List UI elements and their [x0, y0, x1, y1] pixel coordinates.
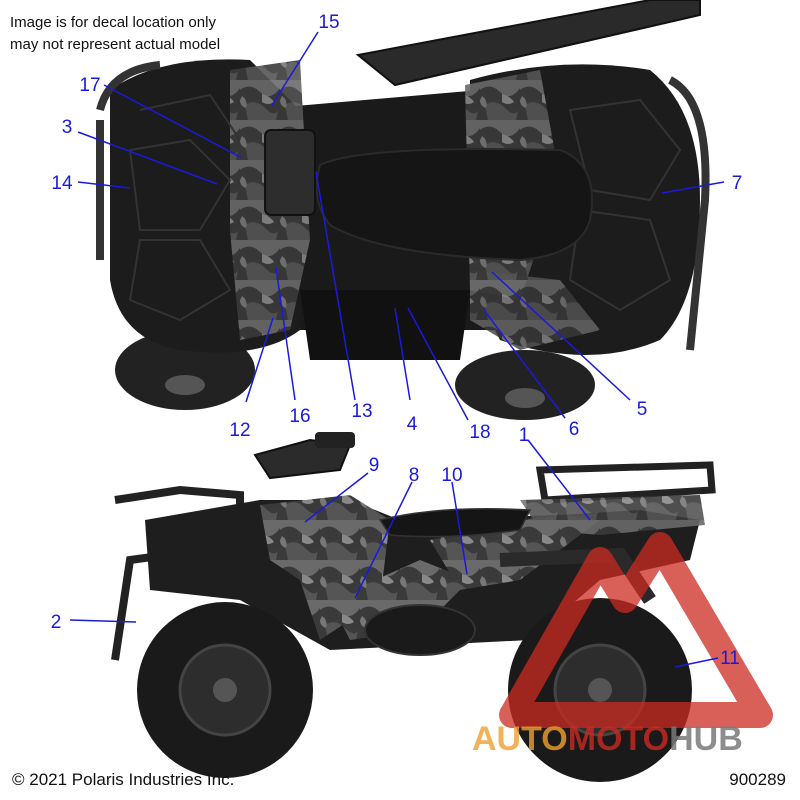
- callout-18: 18: [469, 422, 490, 443]
- seat-side: [378, 508, 532, 538]
- watermark-logo-icon: [499, 532, 773, 728]
- decal-notice-line-2: may not represent actual model: [10, 36, 221, 53]
- seat-top: [315, 148, 593, 262]
- callout-6: 6: [569, 419, 580, 440]
- callout-17: 17: [79, 75, 100, 96]
- rear-rack-side: [535, 461, 716, 504]
- copyright-text: © 2021 Polaris Industries Inc.: [12, 770, 235, 789]
- front-rack: [355, 0, 701, 87]
- callout-numbers: 15 17 3 14 7 12 16 13 4 18 6 5 1 9 8 10 …: [51, 12, 743, 669]
- callout-7: 7: [732, 173, 743, 194]
- handlebar-side: [253, 438, 352, 480]
- callout-9: 9: [369, 455, 380, 476]
- callout-8: 8: [409, 465, 420, 486]
- callout-1: 1: [519, 425, 530, 446]
- decal-notice-line-1: Image is for decal location only: [10, 14, 216, 31]
- callout-15: 15: [318, 12, 339, 33]
- callout-12: 12: [229, 420, 250, 441]
- watermark-text: AUTOMOTOHUB: [472, 720, 743, 758]
- callout-3: 3: [62, 117, 73, 138]
- callout-11: 11: [720, 648, 740, 669]
- callout-14: 14: [51, 173, 73, 194]
- rear-right-wheel-top: [455, 350, 595, 420]
- callout-13: 13: [351, 401, 372, 422]
- callout-16: 16: [289, 406, 310, 427]
- handlebar-pod-top: [264, 129, 316, 216]
- leader-lines: [69, 31, 725, 668]
- callout-5: 5: [637, 399, 648, 420]
- automotohub-watermark: AUTOMOTOHUB: [472, 532, 773, 758]
- engine-cover: [364, 604, 476, 656]
- atv-top-view: [96, 0, 710, 420]
- callout-2: 2: [51, 612, 62, 633]
- diagram-number: 900289: [729, 770, 786, 789]
- callout-10: 10: [441, 465, 462, 486]
- callout-4: 4: [407, 414, 418, 435]
